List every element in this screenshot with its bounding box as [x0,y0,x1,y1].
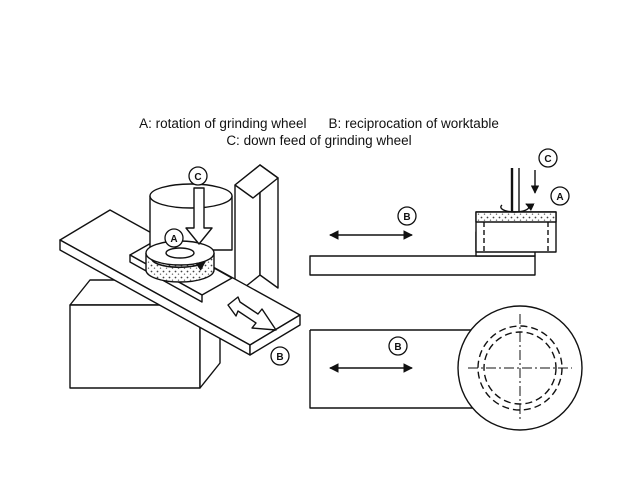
marker-c-left: C [188,166,208,186]
legend-b: B: reciprocation of worktable [328,116,499,131]
side-view [309,168,557,276]
marker-b-plan: B [388,336,408,356]
marker-b-side: B [397,206,417,226]
side-rotation-arrow-a [500,203,535,213]
svg-text:C: C [544,154,551,165]
caption-line-1: A: rotation of grinding wheel B: reciproc… [0,116,638,131]
side-table [309,255,536,276]
machine-base-front [69,304,201,389]
svg-text:C: C [194,172,201,183]
caption-line-2: C: down feed of grinding wheel [0,133,638,148]
wheel-head-top [149,183,233,209]
plan-centerline [468,314,572,422]
rotation-arrow-a [151,259,206,271]
legend-c: C: down feed of grinding wheel [226,133,412,148]
svg-text:B: B [394,342,401,353]
marker-b-left: B [270,346,290,366]
marker-c-side: C [538,148,558,168]
marker-a-side: A [550,186,570,206]
downfeed-arrow-c [185,187,213,245]
plan-view [309,305,583,431]
reciprocation-arrow-b [227,296,277,331]
legend-a: A: rotation of grinding wheel [139,116,307,131]
svg-text:B: B [403,212,410,223]
svg-text:B: B [276,352,283,363]
grinder-machine [59,164,301,389]
marker-a-left: A [164,228,184,248]
svg-text:A: A [170,234,177,245]
machine-column-top [234,164,279,199]
worktable-end [249,314,301,356]
svg-text:A: A [556,192,563,203]
